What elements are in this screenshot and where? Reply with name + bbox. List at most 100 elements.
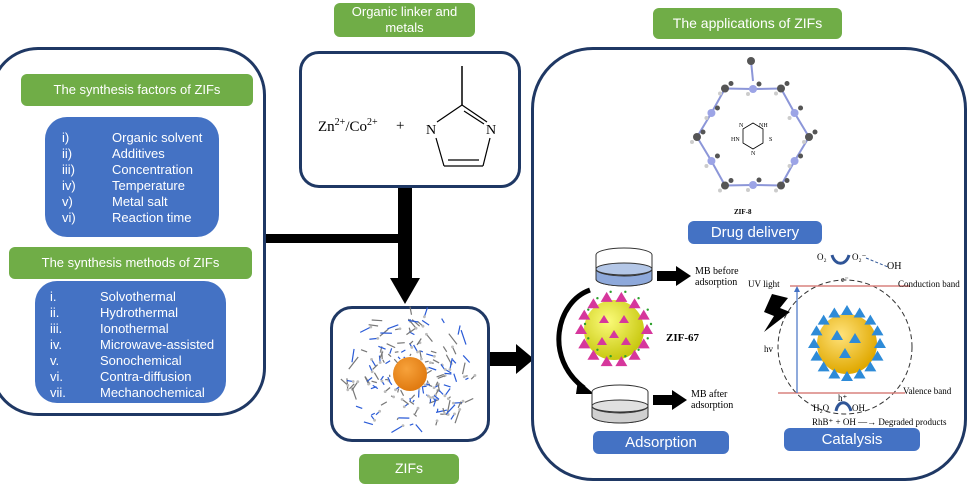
- tetrahedron: [810, 325, 823, 336]
- framework-bond: [413, 413, 418, 417]
- molecule-atom: [721, 84, 729, 93]
- framework-bond: [438, 390, 444, 395]
- framework-bond: [416, 338, 422, 346]
- framework-bond: [457, 325, 461, 335]
- framework-atom: [346, 383, 350, 387]
- tetrahedron: [637, 309, 650, 320]
- item-number: iii.: [50, 321, 63, 336]
- o2-radical-label: O₂⁻: [852, 252, 867, 262]
- molecule-atom: [747, 57, 755, 65]
- framework-atom: [402, 405, 406, 409]
- framework-atom: [370, 370, 374, 374]
- framework-bond: [444, 388, 451, 397]
- molecule-atom: [777, 84, 785, 93]
- hole-label: h⁺: [838, 393, 848, 403]
- list-item: v.Sonochemical: [50, 353, 226, 369]
- arrow-down-icon: [390, 278, 420, 304]
- framework-bond: [349, 383, 355, 390]
- framework-bond: [433, 398, 437, 407]
- tetrahedron: [609, 330, 619, 338]
- hydrogen-atom: [690, 140, 694, 144]
- hydrogen-atom: [787, 164, 792, 168]
- mb-before-dish-icon: [595, 247, 653, 287]
- adsorption-label-text: Adsorption: [625, 434, 697, 451]
- valence-band-label: Valence band: [903, 386, 952, 396]
- tetrahedron: [637, 338, 650, 349]
- item-label: Ionothermal: [100, 321, 169, 336]
- tetrahedron: [587, 298, 600, 309]
- item-label: Reaction time: [112, 210, 192, 225]
- framework-atom: [473, 374, 477, 377]
- framework-bond: [409, 340, 414, 345]
- framework-atom: [346, 388, 350, 392]
- tetrahedron: [864, 361, 877, 372]
- framework-bond: [380, 375, 384, 381]
- item-number: vi.: [50, 369, 63, 384]
- item-number: iii): [62, 162, 75, 177]
- tetrahedron: [587, 349, 600, 360]
- framework-atom: [401, 424, 405, 428]
- tetrahedron: [599, 315, 609, 323]
- list-item: ii)Additives: [62, 146, 219, 162]
- framework-bond: [424, 360, 429, 363]
- molecule-bond: [793, 136, 810, 162]
- tetrahedron: [828, 368, 841, 379]
- framework-bond: [396, 417, 399, 421]
- molecule-atom: [798, 153, 804, 159]
- framework-bond: [440, 363, 446, 370]
- uv-light-label: UV light: [748, 279, 780, 289]
- linker-atom: [646, 337, 649, 340]
- item-number: i.: [50, 289, 57, 304]
- synthesis-factors-title-text: The synthesis factors of ZIFs: [53, 81, 221, 97]
- framework-bond: [348, 356, 359, 370]
- hydrogen-atom: [802, 140, 806, 144]
- framework-atom: [380, 379, 384, 383]
- framework-bond: [454, 409, 461, 424]
- hydrogen-atom: [787, 116, 792, 120]
- framework-bond: [351, 381, 359, 391]
- hydrogen-atom: [774, 91, 778, 96]
- framework-bond: [387, 376, 391, 382]
- linker-atom: [649, 322, 653, 326]
- framework-atom: [376, 336, 380, 340]
- framework-bond: [419, 350, 423, 360]
- applications-title-text: The applications of ZIFs: [672, 14, 823, 31]
- linker-atom: [624, 290, 627, 294]
- framework-atom: [414, 326, 418, 330]
- item-label: Hydrothermal: [100, 305, 179, 320]
- connector-left-bar: [266, 234, 404, 243]
- framework-atom: [400, 397, 404, 401]
- framework-atom: [392, 395, 396, 399]
- item-label: Temperature: [112, 178, 185, 193]
- molecule-atom: [693, 133, 701, 141]
- hydrogen-atom: [718, 188, 722, 193]
- framework-bond: [400, 349, 406, 353]
- framework-atom: [462, 375, 466, 379]
- tetrahedron: [808, 338, 820, 348]
- linker-atom: [596, 296, 599, 300]
- molecule-atom: [721, 181, 729, 190]
- arrow-right-icon: [653, 390, 687, 410]
- ring-atom-label: N: [739, 123, 744, 129]
- framework-bond: [385, 360, 391, 365]
- framework-bond: [379, 351, 384, 359]
- mb-before-text: MB before adsorption: [695, 266, 739, 288]
- linker-atom: [609, 354, 612, 358]
- framework-atom: [423, 383, 427, 387]
- nitrogen-atom: N: [426, 123, 436, 138]
- catalysis-label: Catalysis: [784, 428, 920, 451]
- organic-linker-title-text: Organic linker and metals: [351, 3, 458, 35]
- list-item: vi.Contra-diffusion: [50, 369, 226, 385]
- tetrahedron: [641, 324, 653, 334]
- framework-atom: [448, 368, 452, 371]
- framework-bond: [391, 425, 404, 434]
- zif-framework-image: [340, 306, 477, 434]
- framework-bond: [435, 381, 439, 387]
- framework-bond: [372, 364, 379, 370]
- electron-label: e⁻: [841, 275, 849, 284]
- framework-bond: [360, 349, 368, 353]
- item-number: iv): [62, 178, 76, 193]
- list-item: i.Solvothermal: [50, 289, 226, 305]
- list-item: iii. Ionothermal: [50, 321, 226, 337]
- hydrogen-atom: [774, 188, 778, 193]
